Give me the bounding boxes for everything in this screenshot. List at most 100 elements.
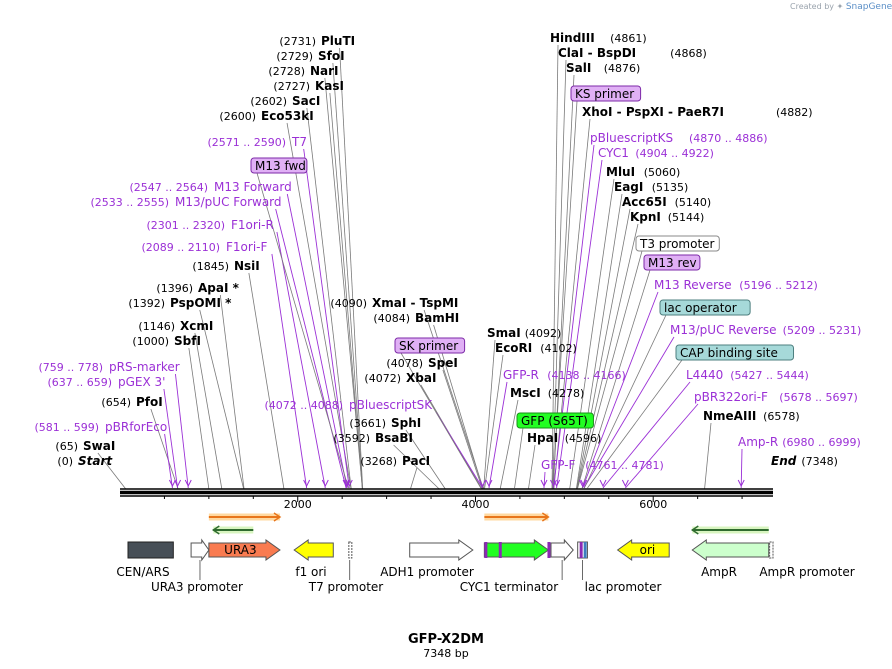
site-name: PluTI: [321, 34, 355, 48]
site-hpai: HpaI(4596): [527, 431, 601, 445]
primer-tick: [737, 479, 745, 488]
site-coord: (4084): [373, 312, 410, 325]
site-name: SbfI: [174, 334, 201, 348]
feature-label: ori: [640, 543, 656, 557]
site-coord: (65): [55, 440, 78, 453]
feature-mark: [484, 542, 488, 558]
primer-leader: [740, 448, 743, 489]
primer-leader: [271, 253, 308, 489]
site-name: BamHI: [415, 311, 459, 325]
primer-leader: [582, 291, 659, 489]
primer-coord: (4870 .. 4886): [689, 132, 768, 145]
primer-leader: [286, 193, 348, 489]
site-eco53ki: (2600) Eco53kI: [219, 109, 313, 123]
primer-name: pRS-marker: [109, 360, 180, 374]
primer-tick: [550, 479, 557, 488]
site-ecori: EcoRI(4102): [495, 341, 577, 355]
site-coord: (654): [101, 396, 131, 409]
primer-pbrforeco: (581 .. 599)pBRforEco: [34, 420, 167, 434]
callout-label: M13 fwd: [255, 159, 306, 173]
site-leader: [575, 193, 623, 490]
site-name: MscI: [510, 386, 541, 400]
primer-coord: (5427 .. 5444): [730, 369, 809, 382]
primer-name: M13 Forward: [214, 180, 292, 194]
site-end: End(7348): [771, 454, 838, 468]
site-mlui: MluI(5060): [606, 165, 680, 179]
primer-coord: (2089 .. 2110): [141, 241, 220, 254]
site-leader: [248, 272, 285, 490]
site-kpni: KpnI (5144): [630, 210, 704, 224]
ruler-tick-label: 6000: [639, 498, 667, 511]
feature-mark: [583, 542, 587, 558]
callout-leader: [587, 359, 683, 489]
site-hindiii: HindIII(4861): [550, 31, 647, 45]
site-leader: [576, 223, 639, 490]
site-xmai-tspmi: (4090)XmaI - TspMI: [330, 296, 458, 310]
credit-prefix: Created by: [790, 2, 835, 11]
site-leader: [442, 369, 483, 490]
site-nari: (2728)NarI: [268, 64, 338, 78]
feature-ampr-promoter: AmpR promoter: [759, 541, 855, 579]
primer-name: pGEX 3': [118, 375, 165, 389]
primer-name: Amp-R: [738, 435, 778, 449]
callout-box: [659, 299, 751, 316]
site-coord: (2729): [276, 50, 313, 63]
site-leader: [329, 92, 363, 490]
feature-lac-promoter: lac promoter: [577, 541, 662, 594]
primer-name: GFP-F: [541, 458, 576, 472]
site-coord: (2602): [250, 95, 287, 108]
primer-leader: [276, 231, 326, 489]
site-name: End: [771, 454, 797, 468]
ruler-tick-label: 2000: [284, 498, 312, 511]
site-name: XhoI - PspXI - PaeR7I: [582, 105, 724, 119]
feature-t7-promoter: T7 promoter: [308, 541, 383, 594]
primer-t7: (2571 .. 2590)T7: [207, 135, 307, 149]
primer-pgex-3: (637 .. 659) pGEX 3': [47, 375, 165, 389]
orf-arrows: [208, 512, 769, 535]
feature-label: ADH1 promoter: [380, 565, 474, 579]
primer-coord: (5209 .. 5231): [783, 324, 862, 337]
site-leader: [393, 444, 440, 490]
map-subtitle: 7348 bp: [423, 647, 468, 660]
restriction-site-labels: (2731)PluTI(2729)SfoI(2728)NarI(2727)Kas…: [55, 31, 837, 468]
callout-label: T3 promoter: [639, 237, 715, 251]
site-spei: (4078)SpeI: [386, 356, 457, 370]
primer-name: F1ori-F: [226, 240, 267, 254]
feature-label: lac promoter: [585, 580, 662, 594]
callout-cap-binding-site: CAP binding site: [675, 344, 795, 361]
site-coord: (2600): [219, 110, 256, 123]
site-nmeaiii: NmeAIII(6578): [703, 409, 800, 423]
primer-tick: [485, 479, 493, 488]
site-leader: [306, 107, 352, 490]
primer-name: pBRforEco: [105, 420, 167, 434]
site-coord: (4090): [330, 297, 367, 310]
primer-tick: [345, 479, 353, 488]
site-name: BsaBI: [375, 431, 413, 445]
site-name: Eco53kI: [261, 109, 314, 123]
primer-tick: [321, 479, 329, 488]
primer-tick: [540, 479, 548, 488]
primer-coord: (759 .. 778): [38, 361, 103, 374]
site-paci: (3268)PacI: [360, 454, 430, 468]
primer-coord: (637 .. 659): [47, 376, 112, 389]
site-eagi: EagI(5135): [614, 180, 688, 194]
credit: Created by ✦ SnapGene: [790, 2, 892, 14]
feature-ura3: URA3: [208, 539, 281, 561]
site-clai-bspdi: ClaI - BspDI(4868): [558, 46, 707, 60]
site-name: Acc65I: [622, 195, 667, 209]
site-name: MluI: [606, 165, 635, 179]
feature-label: AmpR: [701, 565, 737, 579]
callout-box: [570, 85, 642, 102]
primer-leader: [553, 144, 595, 489]
site-name: KpnI: [630, 210, 661, 224]
feature-gfp-s65t: [483, 539, 550, 561]
site-coord: (5144): [668, 211, 705, 224]
site-name: KasI: [315, 79, 344, 93]
site-xhoi-pspxi-paer7i: XhoI - PspXI - PaeR7I(4882): [582, 105, 813, 119]
site-name: ClaI - BspDI: [558, 46, 636, 60]
callout-ks-primer: KS primer: [570, 85, 642, 102]
site-coord: (3661): [349, 417, 386, 430]
site-leader: [484, 354, 504, 490]
